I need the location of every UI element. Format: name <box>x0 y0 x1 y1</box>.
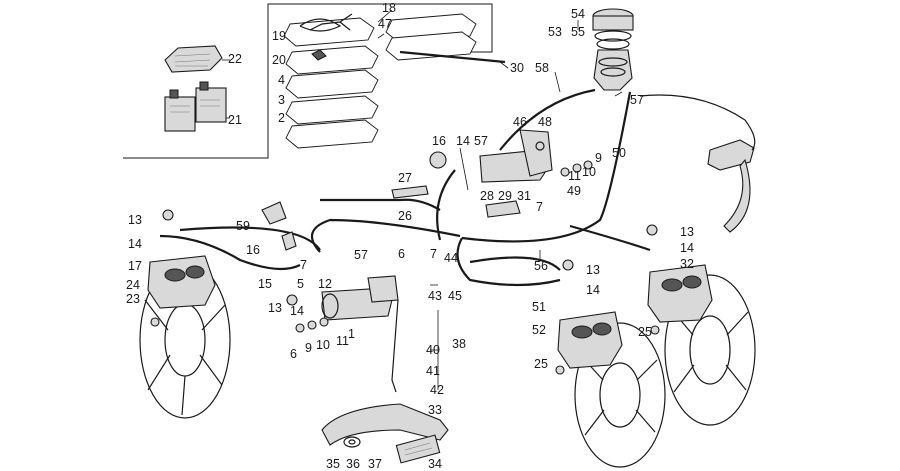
front-master-cylinder <box>592 8 634 91</box>
part-label: 1 <box>348 327 355 341</box>
part-label: 25 <box>534 357 548 371</box>
part-label: 10 <box>582 165 596 179</box>
part-label: 17 <box>128 259 142 273</box>
part-label: 47 <box>378 17 392 31</box>
shim-plates <box>283 13 477 149</box>
part-label: 7 <box>430 247 437 261</box>
rear-caliper-disc <box>557 311 666 468</box>
part-label: 22 <box>228 52 242 66</box>
part-label: 4 <box>278 73 285 87</box>
part-label: 13 <box>586 263 600 277</box>
fittings <box>150 160 660 375</box>
brake-pedal <box>321 299 449 464</box>
part-label: 11 <box>568 169 581 183</box>
left-caliper-disc <box>139 255 231 419</box>
part-label: 48 <box>538 115 552 129</box>
part-label: 31 <box>517 189 531 203</box>
part-label: 33 <box>428 403 442 417</box>
part-label: 52 <box>532 323 546 337</box>
part-label: 27 <box>398 171 412 185</box>
part-label: 53 <box>548 25 562 39</box>
part-label: 6 <box>290 347 297 361</box>
part-label: 14 <box>290 304 304 318</box>
part-label: 14 <box>586 283 600 297</box>
part-label: 55 <box>571 25 585 39</box>
part-label: 13 <box>268 301 282 315</box>
part-label: 56 <box>534 259 548 273</box>
part-label: 9 <box>595 151 602 165</box>
part-label: 20 <box>272 53 286 67</box>
brake-hoses <box>159 50 651 287</box>
part-label: 7 <box>536 200 543 214</box>
anti-rattle-spring <box>164 45 223 73</box>
part-label: 7 <box>300 258 307 272</box>
part-label: 10 <box>316 338 330 352</box>
part-label: 3 <box>278 93 285 107</box>
leader-lines <box>222 9 623 390</box>
part-label: 2 <box>278 111 285 125</box>
part-label: 14 <box>456 134 470 148</box>
rear-master-cylinder <box>321 275 399 321</box>
brake-pads <box>164 81 227 132</box>
part-label: 36 <box>346 457 360 471</box>
part-label: 42 <box>430 383 444 397</box>
part-label: 16 <box>432 134 446 148</box>
part-label: 41 <box>426 364 440 378</box>
part-label: 57 <box>354 248 368 262</box>
part-label: 30 <box>510 61 524 75</box>
part-label: 32 <box>680 257 694 271</box>
part-label: 12 <box>318 277 332 291</box>
brake-lever <box>639 94 756 233</box>
part-label: 45 <box>448 289 462 303</box>
pad-kit-inset <box>123 3 493 159</box>
part-label: 57 <box>474 134 488 148</box>
part-label: 51 <box>532 300 546 314</box>
part-label: 28 <box>480 189 494 203</box>
part-label: 35 <box>326 457 340 471</box>
part-label: 40 <box>426 343 440 357</box>
spring-clip <box>299 18 342 32</box>
part-label: 59 <box>236 219 250 233</box>
part-label: 19 <box>272 29 286 43</box>
part-label: 50 <box>612 146 626 160</box>
part-label: 49 <box>567 184 581 198</box>
part-label: 6 <box>398 247 405 261</box>
part-labels: 22 21 18 47 19 20 4 3 2 30 58 54 53 55 5… <box>126 1 694 471</box>
part-label: 13 <box>128 213 142 227</box>
part-label: 43 <box>428 289 442 303</box>
part-label: 13 <box>680 225 694 239</box>
part-label: 15 <box>258 277 272 291</box>
part-label: 24 <box>126 278 140 292</box>
part-label: 11 <box>336 334 349 348</box>
part-label: 23 <box>126 292 140 306</box>
part-label: 16 <box>246 243 260 257</box>
part-label: 44 <box>444 251 458 265</box>
brake-distributor <box>429 129 553 218</box>
part-label: 34 <box>428 457 442 471</box>
part-label: 37 <box>368 457 382 471</box>
part-label: 58 <box>535 61 549 75</box>
part-label: 38 <box>452 337 466 351</box>
part-label: 54 <box>571 7 585 21</box>
part-label: 29 <box>498 189 512 203</box>
part-label: 5 <box>297 277 304 291</box>
part-label: 57 <box>630 93 644 107</box>
part-label: 46 <box>513 115 527 129</box>
part-label: 18 <box>382 1 396 15</box>
right-front-caliper-disc <box>647 264 756 426</box>
part-label: 14 <box>680 241 694 255</box>
part-label: 14 <box>128 237 142 251</box>
part-label: 9 <box>305 341 312 355</box>
part-label: 26 <box>398 209 412 223</box>
part-label: 21 <box>228 113 242 127</box>
part-label: 25 <box>638 325 652 339</box>
